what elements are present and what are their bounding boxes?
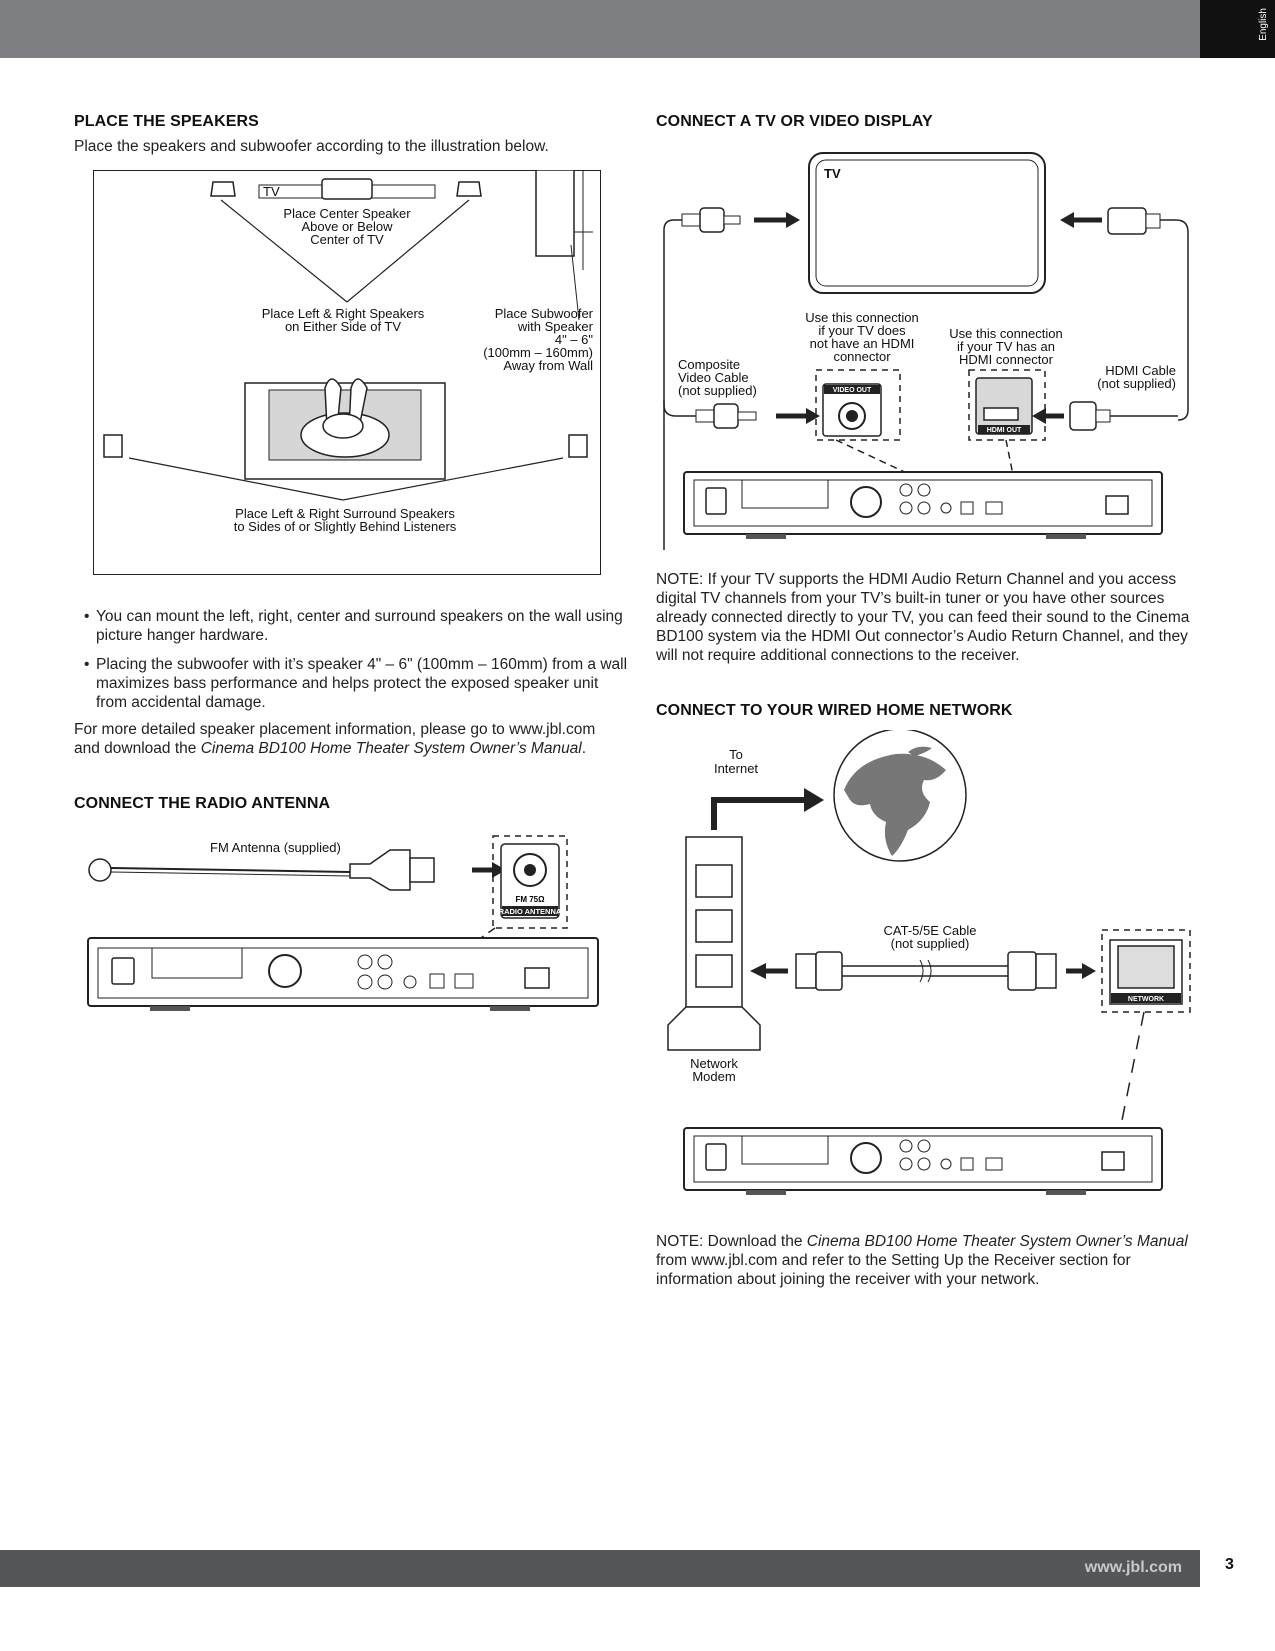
modem-label-1: Network [690,1056,738,1071]
internet-label-1: To [729,747,743,762]
tv-connection-diagram: TV Composite Video Cable (not supplied) … [663,152,1189,550]
sub-label-4: (100mm – 160mm) [483,345,593,360]
hdmi-out-label: HDMI OUT [987,427,1022,434]
radio-antenna-diagram: FM Antenna (supplied) FM 75Ω RADIO ANTEN… [87,835,599,1011]
hdmi-cable-label-2: (not supplied) [1097,376,1176,391]
cable-label-2: (not supplied) [891,936,970,951]
sub-label-1: Place Subwoofer [495,306,594,321]
center-label-2: Above or Below [301,219,393,234]
tv-note: NOTE: If your TV supports the HDMI Audio… [656,571,1190,664]
bullet-text: You can mount the left, right, center an… [96,608,623,644]
use1-label-2: if your TV does [818,323,906,338]
language-tab: English [1200,0,1275,58]
use1-label-4: connector [833,349,891,364]
composite-label-1: Composite [678,357,740,372]
sub-label-5: Away from Wall [503,358,593,373]
antenna-label: FM Antenna (supplied) [210,840,341,855]
bullet-item: •Placing the subwoofer with it’s speaker… [84,656,628,711]
place-speakers-heading: PLACE THE SPEAKERS [74,113,259,130]
place-speakers-intro: Place the speakers and subwoofer accordi… [74,138,549,155]
sub-label-3: 4" – 6" [555,332,594,347]
bullet-text: Placing the subwoofer with it’s speaker … [96,656,628,711]
center-label-3: Center of TV [310,232,384,247]
speaker-placement-diagram: TV Place Center Speaker Above or Below C… [93,170,601,575]
radio-antenna-jack-label: RADIO ANTENNA [499,907,562,916]
network-port-label: NETWORK [1128,996,1164,1003]
composite-label-2: Video Cable [678,370,749,385]
network-heading: CONNECT TO YOUR WIRED HOME NETWORK [656,702,1013,719]
use1-label-3: not have an HDMI [810,336,915,351]
use1-label-1: Use this connection [805,310,918,325]
language-label: English [1258,8,1269,41]
tv-display-label: TV [824,166,841,181]
center-label-1: Place Center Speaker [283,206,411,221]
network-note: NOTE: Download the Cinema BD100 Home The… [656,1233,1188,1288]
hdmi-cable-label-1: HDMI Cable [1105,363,1176,378]
cable-label-1: CAT-5/5E Cable [884,923,977,938]
page-number: 3 [1225,1556,1234,1573]
sub-label-2: with Speaker [517,319,594,334]
more-info-paragraph: For more detailed speaker placement info… [74,721,596,757]
use2-label-2: if your TV has an [957,339,1055,354]
footer-banner: www.jbl.com [0,1550,1200,1587]
composite-label-3: (not supplied) [678,383,757,398]
modem-label-2: Modem [692,1069,735,1084]
surround-label-1: Place Left & Right Surround Speakers [235,506,455,521]
bullet-item: •You can mount the left, right, center a… [84,608,623,644]
video-out-label: VIDEO OUT [833,387,872,394]
tv-label: TV [263,184,280,199]
footer-url[interactable]: www.jbl.com [1084,1559,1182,1576]
internet-label-2: Internet [714,761,758,776]
lr-label-2: on Either Side of TV [285,319,401,334]
network-connection-diagram: To Internet Network Modem CAT-5/5E Cable… [667,730,1191,1195]
surround-label-2: to Sides of or Slightly Behind Listeners [234,519,457,534]
top-banner [0,0,1200,58]
lr-label-1: Place Left & Right Speakers [262,306,425,321]
use2-label-3: HDMI connector [959,352,1054,367]
use2-label-1: Use this connection [949,326,1062,341]
tv-heading: CONNECT A TV OR VIDEO DISPLAY [656,113,933,130]
radio-antenna-heading: CONNECT THE RADIO ANTENNA [74,795,331,812]
fm-jack-label: FM 75Ω [515,895,545,904]
